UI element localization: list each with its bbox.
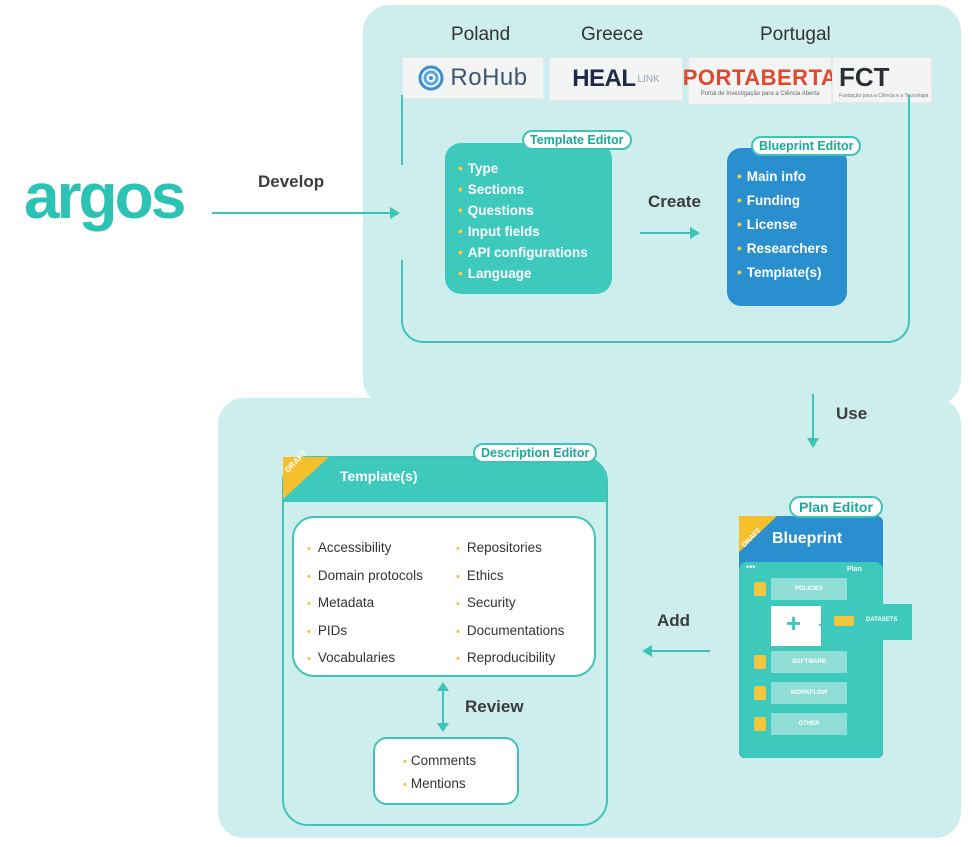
portaberta-logo: PORTABERTA Portal de Investigação para a… <box>683 57 837 105</box>
plan-pointer-icon <box>818 620 828 630</box>
use-arrow <box>807 394 819 448</box>
other-icon <box>754 717 766 731</box>
template-item: Input fields <box>458 221 588 242</box>
review-arrow <box>437 682 449 732</box>
plan-row-label: WORKFLOW <box>790 690 828 696</box>
workflow-icon <box>754 686 766 700</box>
heal-link-suffix: LINK <box>637 73 660 85</box>
heal-link-logo: HEAL LINK <box>549 57 683 101</box>
template-item: Language <box>458 263 588 284</box>
rohub-logo: RoHub <box>402 57 544 99</box>
review-label: Review <box>465 697 524 716</box>
portaberta-wordmark: PORTABERTA <box>682 65 838 90</box>
description-item: Repositories <box>456 535 564 563</box>
template-editor-label: Template Editor <box>522 130 632 150</box>
plan-add-symbol: + <box>786 608 802 638</box>
description-draft-corner <box>283 457 329 499</box>
description-item: Domain protocols <box>307 563 423 591</box>
add-arrow <box>642 645 710 657</box>
description-item: Accessibility <box>307 535 423 563</box>
software-icon <box>754 655 766 669</box>
description-item: Ethics <box>456 563 564 591</box>
use-label: Use <box>836 404 868 423</box>
plan-add-box <box>771 606 821 646</box>
plan-row-workflow: WORKFLOW <box>771 682 847 704</box>
rohub-wordmark: RoHub <box>450 64 528 91</box>
description-editor-label: Description Editor <box>473 443 598 463</box>
fct-wordmark: FCT <box>839 61 890 92</box>
template-item: Sections <box>458 179 588 200</box>
template-item: API configurations <box>458 242 588 263</box>
heal-wordmark: HEAL <box>572 65 636 92</box>
plan-draft-corner <box>739 516 777 552</box>
plan-dots: ••• <box>746 562 756 572</box>
develop-label: Develop <box>258 172 325 191</box>
plan-title: Blueprint <box>772 530 843 547</box>
description-item: Metadata <box>307 590 423 618</box>
plan-row-other: OTHER <box>771 713 847 735</box>
blueprint-item: License <box>737 213 828 237</box>
datasets-icon <box>834 616 854 626</box>
plan-row-software: SOFTWARE <box>771 651 847 673</box>
description-title: Template(s) <box>340 468 418 484</box>
description-item: Documentations <box>456 618 565 646</box>
description-item: PIDs <box>307 618 423 646</box>
country-portugal: Portugal <box>760 24 831 45</box>
blueprint-editor-list: Main info Funding License Researchers Te… <box>737 165 828 285</box>
create-label: Create <box>648 192 701 211</box>
argos-logo: argos <box>24 160 186 232</box>
plan-editor-label: Plan Editor <box>789 496 883 518</box>
template-editor-card: Type Sections Questions Input fields API… <box>445 143 612 294</box>
template-item: Questions <box>458 200 588 221</box>
blueprint-editor-label: Blueprint Editor <box>751 136 862 156</box>
fct-subtitle: Fundação para a Ciência e a Tecnologia <box>839 92 929 99</box>
review-list: Comments Mentions <box>403 750 476 796</box>
plan-tab: Plan <box>847 566 862 573</box>
description-item: Reproducibility <box>456 645 564 673</box>
review-box: Comments Mentions <box>373 737 519 805</box>
description-col2: Repositories Ethics Security Documentati… <box>456 535 565 673</box>
portaberta-subtitle: Portal de Investigação para a Ciência Ab… <box>700 91 820 97</box>
review-item: Comments <box>403 750 476 773</box>
blueprint-item: Researchers <box>737 237 828 261</box>
plan-row-label: POLICIES <box>794 586 823 592</box>
argos-wordmark: argos <box>24 160 186 232</box>
add-label: Add <box>657 611 691 630</box>
create-arrow <box>640 227 700 239</box>
review-item: Mentions <box>403 773 476 796</box>
template-editor-list: Type Sections Questions Input fields API… <box>458 158 588 284</box>
fct-logo: FCT Fundação para a Ciência e a Tecnolog… <box>832 57 932 103</box>
frame-left-gap <box>398 165 406 260</box>
rohub-icon <box>418 65 444 91</box>
description-item: Security <box>456 590 564 618</box>
plan-row-policies: POLICIES <box>771 578 847 600</box>
plan-row-label: SOFTWARE <box>792 659 826 665</box>
blueprint-item: Funding <box>737 189 828 213</box>
blueprint-item: Main info <box>737 165 828 189</box>
country-greece: Greece <box>581 24 644 45</box>
policies-icon <box>754 582 766 596</box>
plan-row-label: OTHER <box>798 721 820 727</box>
blueprint-editor-card: Main info Funding License Researchers Te… <box>727 148 847 306</box>
develop-arrow <box>212 207 400 219</box>
template-item: Type <box>458 158 588 179</box>
blueprint-item: Template(s) <box>737 261 828 285</box>
description-editor-header <box>284 458 606 502</box>
plan-datasets-label: DATASETS <box>866 617 898 623</box>
description-items-box: Accessibility Domain protocols Metadata … <box>292 516 596 677</box>
country-poland: Poland <box>451 24 511 45</box>
description-editor-frame <box>282 456 608 826</box>
description-item: Vocabularies <box>307 645 423 673</box>
description-col1: Accessibility Domain protocols Metadata … <box>307 535 423 673</box>
